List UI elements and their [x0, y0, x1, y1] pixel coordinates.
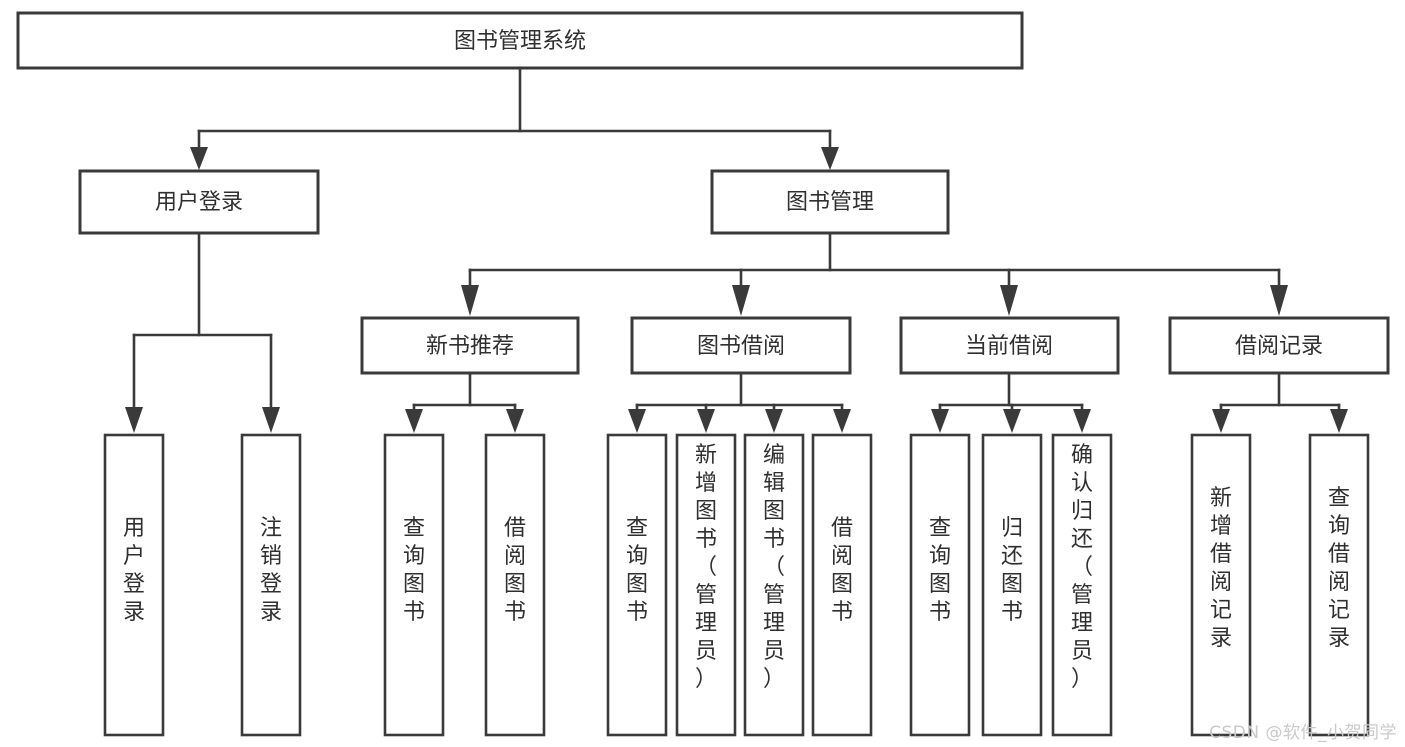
arrow-head-icon — [125, 407, 143, 433]
node-current-borrow-box[interactable] — [899, 316, 1120, 375]
leaf-box[interactable] — [606, 433, 668, 737]
leaf-label: 查询图书 — [403, 516, 425, 625]
node-book-management-box[interactable] — [710, 169, 950, 235]
leaf-node[interactable]: 用户登录 — [103, 433, 165, 737]
leaf-node[interactable]: 借阅图书 — [811, 433, 873, 737]
leaf-node[interactable]: 查询图书 — [383, 433, 445, 737]
arrow-head-icon — [833, 409, 851, 433]
leaf-label: 新增借阅记录 — [1210, 486, 1232, 651]
node-book-borrow-box[interactable] — [630, 316, 852, 375]
node-layer: 图书管理系统 用户登录 图书管理 新书推荐 图书借阅 当前 — [16, 11, 1390, 737]
arrow-head-icon — [697, 409, 715, 433]
leaf-box[interactable] — [743, 433, 805, 737]
leaf-box[interactable] — [909, 433, 971, 737]
leaf-label: 借阅图书 — [504, 516, 526, 625]
arrow-head-icon — [405, 409, 423, 433]
node-new-book-recommend-box[interactable] — [360, 316, 580, 375]
arrow-head-icon — [931, 409, 949, 433]
arrow-head-icon — [765, 409, 783, 433]
leaf-label: 注销登录 — [260, 516, 282, 625]
arrow-head-icon — [1270, 285, 1288, 316]
arrow-head-icon — [1212, 409, 1230, 433]
csdn-watermark: CSDN @软件_小贺同学 — [1209, 723, 1397, 743]
leaf-label: 查询图书 — [929, 516, 951, 625]
leaf-label: 归还图书 — [1001, 516, 1023, 625]
node-root[interactable]: 图书管理系统 — [16, 11, 1024, 70]
node-borrow-record-label: 借阅记录 — [1235, 334, 1323, 359]
arrow-head-icon — [262, 407, 280, 433]
leaf-box[interactable] — [811, 433, 873, 737]
arrow-head-icon — [732, 285, 750, 316]
leaf-node[interactable]: 确认归还（管理员） — [1051, 433, 1113, 737]
node-current-borrow-label: 当前借阅 — [965, 334, 1053, 359]
node-user-login[interactable]: 用户登录 — [78, 169, 320, 235]
leaf-label: 编辑图书（管理员） — [763, 443, 785, 692]
leaf-box[interactable] — [103, 433, 165, 737]
leaf-node[interactable]: 注销登录 — [240, 433, 302, 737]
node-book-borrow[interactable]: 图书借阅 — [630, 316, 852, 375]
leaf-box[interactable] — [240, 433, 302, 737]
leaf-box[interactable] — [383, 433, 445, 737]
arrow-head-icon — [821, 147, 839, 170]
leaf-node[interactable]: 查询借阅记录 — [1308, 433, 1370, 737]
node-new-book-recommend[interactable]: 新书推荐 — [360, 316, 580, 375]
node-book-management[interactable]: 图书管理 — [710, 169, 950, 235]
arrow-head-icon — [1003, 409, 1021, 433]
leaf-node[interactable]: 归还图书 — [981, 433, 1043, 737]
leaf-label: 借阅图书 — [831, 516, 853, 625]
leaf-node[interactable]: 新增借阅记录 — [1190, 433, 1252, 737]
leaf-box[interactable] — [1051, 433, 1113, 737]
leaf-label: 新增图书（管理员） — [695, 443, 717, 692]
node-book-borrow-label: 图书借阅 — [697, 334, 785, 359]
leaf-label: 查询图书 — [626, 516, 648, 625]
node-borrow-record[interactable]: 借阅记录 — [1168, 316, 1390, 375]
arrow-head-icon — [1000, 285, 1018, 316]
leaf-box[interactable] — [1308, 433, 1370, 737]
node-borrow-record-box[interactable] — [1168, 316, 1390, 375]
arrow-head-icon — [628, 409, 646, 433]
node-book-management-label: 图书管理 — [786, 190, 874, 215]
arrow-head-icon — [1330, 409, 1348, 433]
leaf-label: 确认归还（管理员） — [1071, 443, 1093, 692]
leaf-node[interactable]: 编辑图书（管理员） — [743, 433, 805, 737]
node-current-borrow[interactable]: 当前借阅 — [899, 316, 1120, 375]
leaf-label: 用户登录 — [123, 516, 145, 625]
node-root-box[interactable] — [16, 11, 1024, 70]
node-new-book-recommend-label: 新书推荐 — [426, 334, 514, 359]
leaf-box[interactable] — [1190, 433, 1252, 737]
leaf-node[interactable]: 查询图书 — [606, 433, 668, 737]
leaf-node[interactable]: 新增图书（管理员） — [675, 433, 737, 737]
leaf-box[interactable] — [484, 433, 546, 737]
leaf-node[interactable]: 查询图书 — [909, 433, 971, 737]
arrow-head-icon — [461, 285, 479, 316]
node-user-login-label: 用户登录 — [155, 190, 243, 215]
node-user-login-box[interactable] — [78, 169, 320, 235]
leaf-node[interactable]: 借阅图书 — [484, 433, 546, 737]
node-root-label: 图书管理系统 — [454, 29, 586, 54]
leaf-box[interactable] — [675, 433, 737, 737]
connector-layer — [125, 66, 1348, 433]
arrow-head-icon — [506, 409, 524, 433]
arrow-head-icon — [1073, 409, 1091, 433]
leaf-box[interactable] — [981, 433, 1043, 737]
leaf-label: 查询借阅记录 — [1328, 486, 1350, 651]
arrow-head-icon — [190, 147, 208, 170]
